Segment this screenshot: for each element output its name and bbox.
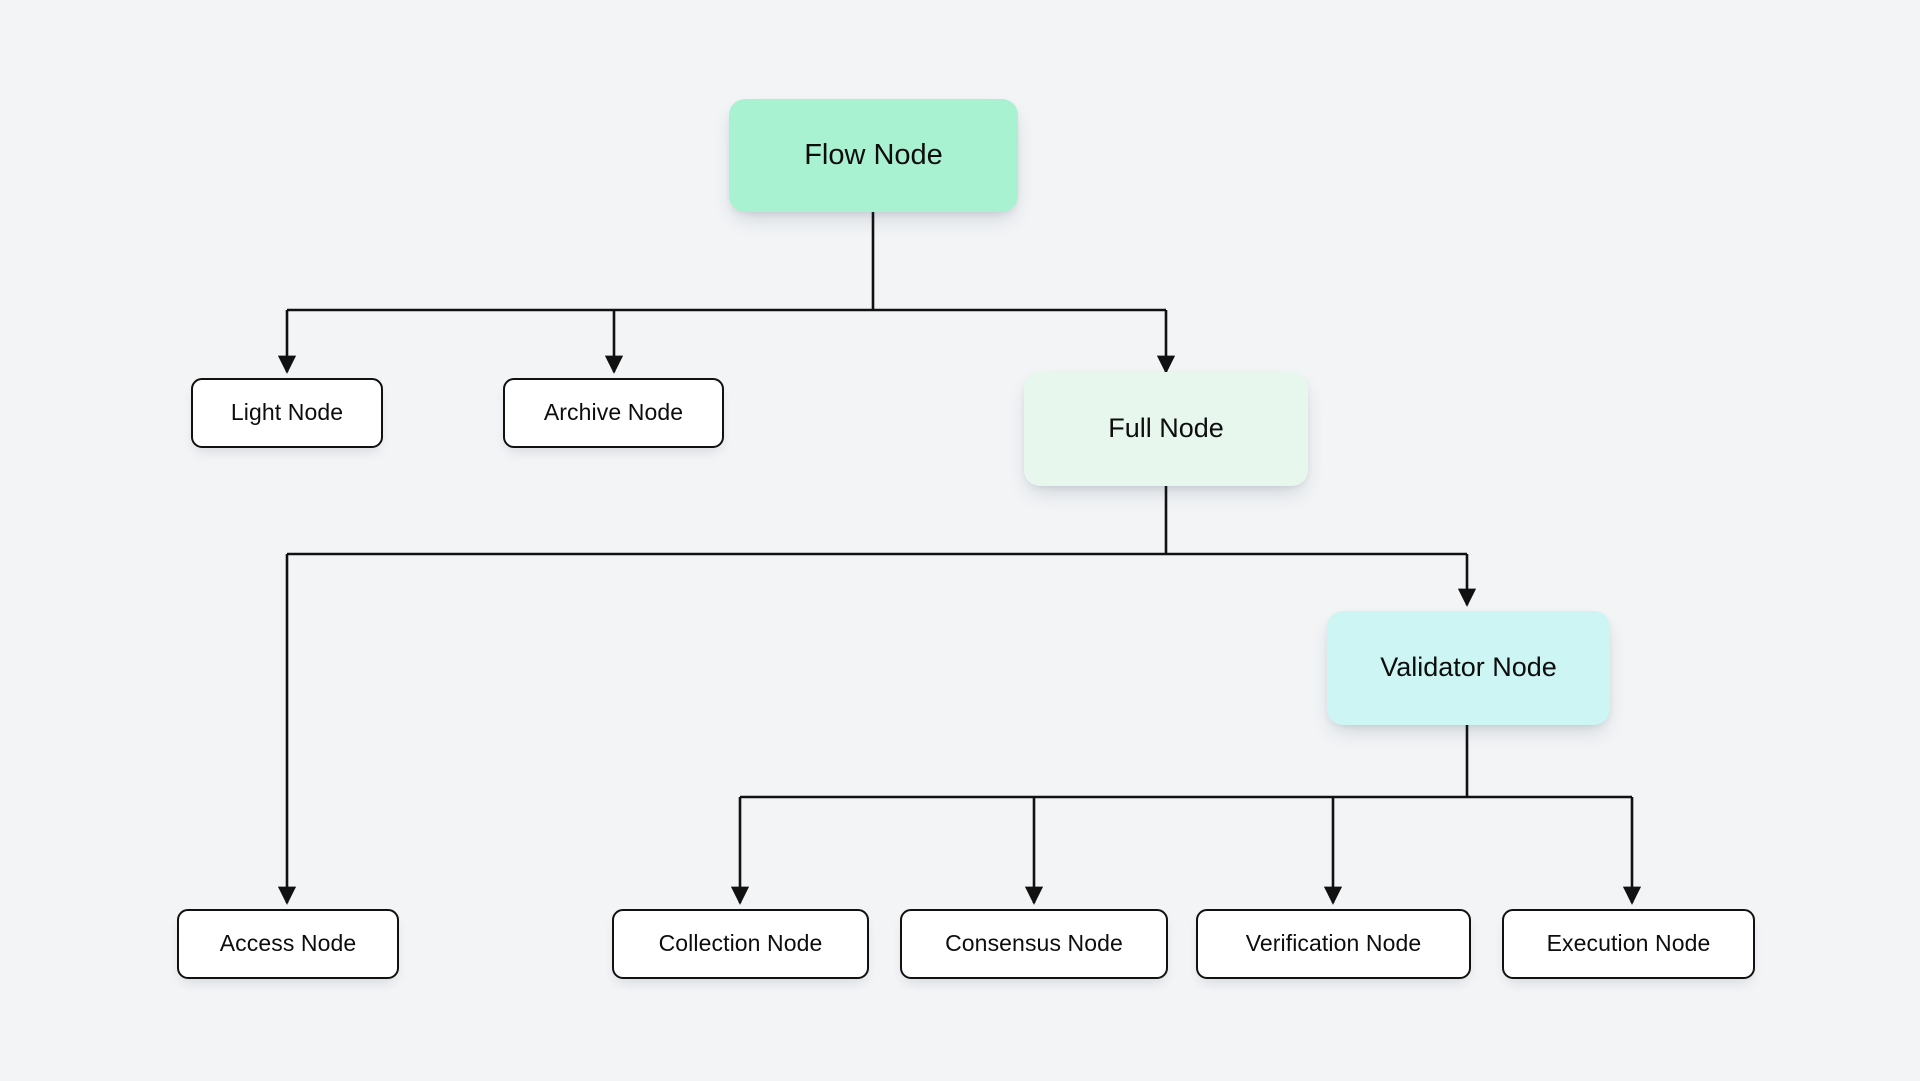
node-collection-node[interactable]: Collection Node bbox=[612, 909, 869, 979]
node-label: Light Node bbox=[230, 399, 344, 426]
node-consensus-node[interactable]: Consensus Node bbox=[900, 909, 1168, 979]
node-label: Full Node bbox=[1108, 413, 1224, 444]
node-verification-node[interactable]: Verification Node bbox=[1196, 909, 1471, 979]
node-label: Execution Node bbox=[1546, 930, 1711, 957]
node-label: Validator Node bbox=[1380, 652, 1557, 683]
node-label: Consensus Node bbox=[945, 930, 1123, 957]
node-full-node[interactable]: Full Node bbox=[1024, 372, 1308, 486]
node-label: Collection Node bbox=[658, 930, 823, 957]
node-label: Access Node bbox=[219, 930, 357, 957]
node-label: Archive Node bbox=[543, 399, 684, 426]
node-light-node[interactable]: Light Node bbox=[191, 378, 383, 448]
node-execution-node[interactable]: Execution Node bbox=[1502, 909, 1755, 979]
node-validator-node[interactable]: Validator Node bbox=[1327, 611, 1610, 725]
node-flow-node[interactable]: Flow Node bbox=[729, 99, 1018, 212]
node-label: Verification Node bbox=[1245, 930, 1422, 957]
node-access-node[interactable]: Access Node bbox=[177, 909, 399, 979]
node-archive-node[interactable]: Archive Node bbox=[503, 378, 724, 448]
node-label: Flow Node bbox=[804, 138, 943, 171]
